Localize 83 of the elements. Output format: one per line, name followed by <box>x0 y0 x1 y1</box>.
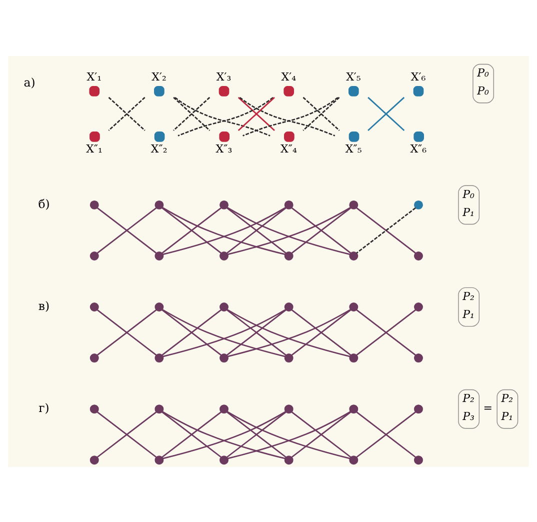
connector <box>226 410 286 458</box>
node-circle <box>154 251 164 260</box>
label: P₀ <box>477 84 489 97</box>
node-circle <box>90 455 99 464</box>
node-label: X″₂ <box>150 142 168 155</box>
node-label: X″₃ <box>216 142 232 155</box>
node-circle <box>284 455 294 464</box>
connector <box>96 206 157 254</box>
connector <box>356 410 416 458</box>
node-circle <box>154 200 164 209</box>
node-circle <box>284 404 294 414</box>
connector <box>238 96 275 130</box>
node-circle <box>414 302 423 311</box>
node-circle <box>284 353 294 362</box>
node-label: X″₆ <box>410 142 427 155</box>
connector <box>173 96 210 130</box>
connector <box>356 206 416 254</box>
label: P₁ <box>462 307 474 320</box>
connector <box>368 96 405 130</box>
node-label: X′₂ <box>152 70 166 84</box>
node-label: X′₄ <box>281 70 296 84</box>
node-circle <box>349 455 358 464</box>
node-circle <box>284 200 294 209</box>
label: = <box>483 401 493 414</box>
label: P₀ <box>462 187 474 200</box>
label: б) <box>38 196 50 210</box>
label: P₁ <box>462 205 474 218</box>
connector <box>291 410 352 458</box>
connector <box>291 206 352 254</box>
node-circle <box>349 404 358 414</box>
label: г) <box>38 400 50 414</box>
node-circle <box>220 353 228 362</box>
connector <box>96 410 157 458</box>
node-circle <box>349 251 358 260</box>
node-circle <box>90 302 99 311</box>
node-circle <box>90 404 99 414</box>
connector <box>162 308 222 356</box>
label: P₂ <box>501 392 514 405</box>
node-label: X″₅ <box>345 142 362 155</box>
node-label: X″₄ <box>280 142 297 155</box>
label: P₁ <box>501 409 514 422</box>
label: P₂ <box>462 289 474 302</box>
connector <box>356 308 416 356</box>
node-circle <box>284 251 294 260</box>
connector <box>226 308 286 356</box>
node-circle <box>284 302 294 311</box>
connector <box>291 308 352 356</box>
connector <box>302 96 340 130</box>
node-label: X′₆ <box>410 70 426 84</box>
connector <box>96 308 157 356</box>
node-circle <box>90 353 99 362</box>
node-circle <box>220 404 228 414</box>
node-label: X′₅ <box>346 70 361 84</box>
node-circle <box>154 455 164 464</box>
label: а) <box>24 74 36 89</box>
node-circle <box>154 353 164 362</box>
node-circle <box>220 302 228 311</box>
node-circle <box>414 353 423 362</box>
node-label: X″₁ <box>86 142 102 155</box>
connector <box>226 206 286 254</box>
node-label: X′₃ <box>216 70 232 84</box>
node-circle <box>220 455 228 464</box>
node-circle <box>154 404 164 414</box>
connector <box>162 410 222 458</box>
node-circle <box>220 200 228 209</box>
node-circle <box>349 302 358 311</box>
label: в) <box>38 298 50 312</box>
node-circle <box>349 200 358 209</box>
label: P₀ <box>477 66 489 80</box>
node-circle <box>90 200 99 209</box>
label: P₂ <box>462 392 474 405</box>
node-circle <box>220 251 228 260</box>
node-circle <box>154 302 164 311</box>
node-circle <box>90 251 99 260</box>
node-circle <box>349 353 358 362</box>
connector <box>162 206 222 254</box>
node-label: X′₁ <box>86 70 102 84</box>
node-circle <box>414 200 423 209</box>
connector <box>108 96 146 130</box>
node-circle <box>414 251 423 260</box>
label: P₃ <box>462 409 474 422</box>
node-circle <box>414 455 423 464</box>
node-circle <box>414 404 423 414</box>
